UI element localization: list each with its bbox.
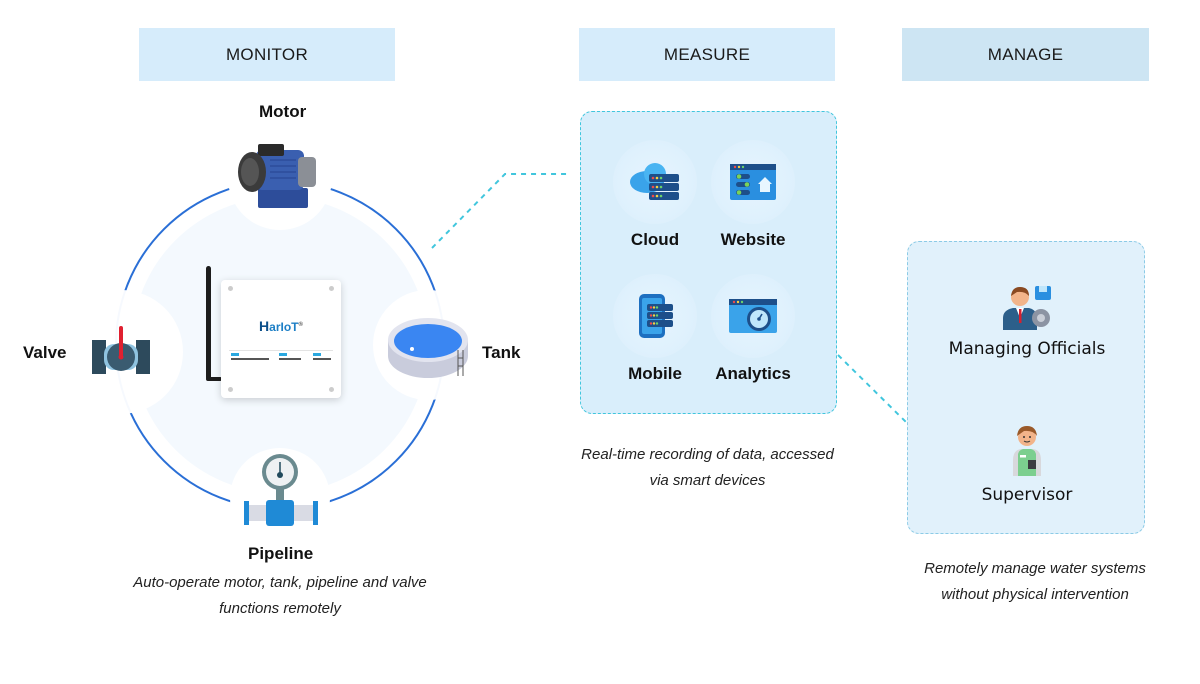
tank-icon <box>388 318 468 378</box>
monitor-header: MONITOR <box>139 28 395 81</box>
device-info-marker <box>313 353 321 356</box>
manage-item-supervisor[interactable]: Supervisor <box>908 422 1146 505</box>
motor-icon <box>238 144 316 208</box>
pipeline-gauge-icon <box>244 454 318 526</box>
device-info-line <box>313 358 331 360</box>
measure-item-label: Mobile <box>628 364 682 383</box>
measure-item-circle <box>711 140 795 224</box>
manage-panel: Managing Officials Supervisor <box>907 241 1145 534</box>
measure-item-circle <box>711 274 795 358</box>
measure-item-analytics[interactable]: Analytics <box>708 274 798 384</box>
manage-item-label: Managing Officials <box>948 339 1106 359</box>
monitor-caption-line1: Auto-operate motor, tank, pipeline and v… <box>133 574 427 591</box>
official-with-gear-icon <box>1003 286 1051 330</box>
manage-caption-line2: without physical intervention <box>941 586 1129 603</box>
mobile-server-icon <box>639 294 673 338</box>
manage-item-officials[interactable]: Managing Officials <box>908 284 1146 359</box>
brand-text: arIoT <box>269 320 299 334</box>
manage-header: MANAGE <box>902 28 1149 81</box>
measure-header-label: MEASURE <box>663 44 751 64</box>
device-info-marker <box>279 353 287 356</box>
supervisor-icon <box>1013 426 1041 476</box>
manage-caption-line1: Remotely manage water systems <box>924 560 1146 577</box>
measure-item-circle <box>613 140 697 224</box>
analytics-gauge-icon <box>729 299 777 333</box>
valve-label: Valve <box>23 343 67 362</box>
device-info-line <box>279 358 301 360</box>
monitor-caption-line2: functions remotely <box>219 600 341 617</box>
measure-manage-connector <box>837 354 908 424</box>
measure-item-mobile[interactable]: Mobile <box>610 274 700 384</box>
measure-header: MEASURE <box>579 28 835 81</box>
controller-device: HarIoT® <box>221 280 341 398</box>
tank-label: Tank <box>482 343 521 362</box>
measure-caption-line1: Real-time recording of data, accessed <box>581 446 834 463</box>
device-info-line <box>231 358 269 360</box>
device-brand-logo: HarIoT® <box>221 318 341 334</box>
antenna-base <box>206 377 222 381</box>
screw <box>329 387 334 392</box>
screw <box>228 387 233 392</box>
screw <box>329 286 334 291</box>
monitor-caption: Auto-operate motor, tank, pipeline and v… <box>110 570 450 622</box>
brand-registered: ® <box>298 322 303 328</box>
device-info-marker <box>231 353 239 356</box>
brand-mark: H <box>259 318 270 334</box>
motor-label: Motor <box>259 102 307 121</box>
monitor-header-label: MONITOR <box>225 44 309 64</box>
measure-item-label: Analytics <box>715 364 791 383</box>
manage-caption: Remotely manage water systems without ph… <box>895 556 1175 608</box>
cloud-server-icon <box>630 163 679 200</box>
measure-panel: Cloud Website <box>580 111 837 414</box>
measure-item-label: Cloud <box>630 230 680 249</box>
manage-header-label: MANAGE <box>987 44 1064 64</box>
antenna <box>206 266 211 380</box>
monitor-measure-connector <box>431 173 570 249</box>
measure-caption: Real-time recording of data, accessed vi… <box>560 442 855 494</box>
screw <box>228 286 233 291</box>
device-divider <box>229 350 333 351</box>
measure-item-circle <box>613 274 697 358</box>
valve-icon <box>92 326 150 374</box>
manage-item-label: Supervisor <box>981 485 1073 505</box>
measure-item-website[interactable]: Website <box>708 140 798 250</box>
measure-caption-line2: via smart devices <box>649 472 766 489</box>
website-icon <box>730 164 776 200</box>
pipeline-label: Pipeline <box>248 544 314 563</box>
measure-item-cloud[interactable]: Cloud <box>610 140 700 250</box>
measure-item-label: Website <box>720 230 786 249</box>
